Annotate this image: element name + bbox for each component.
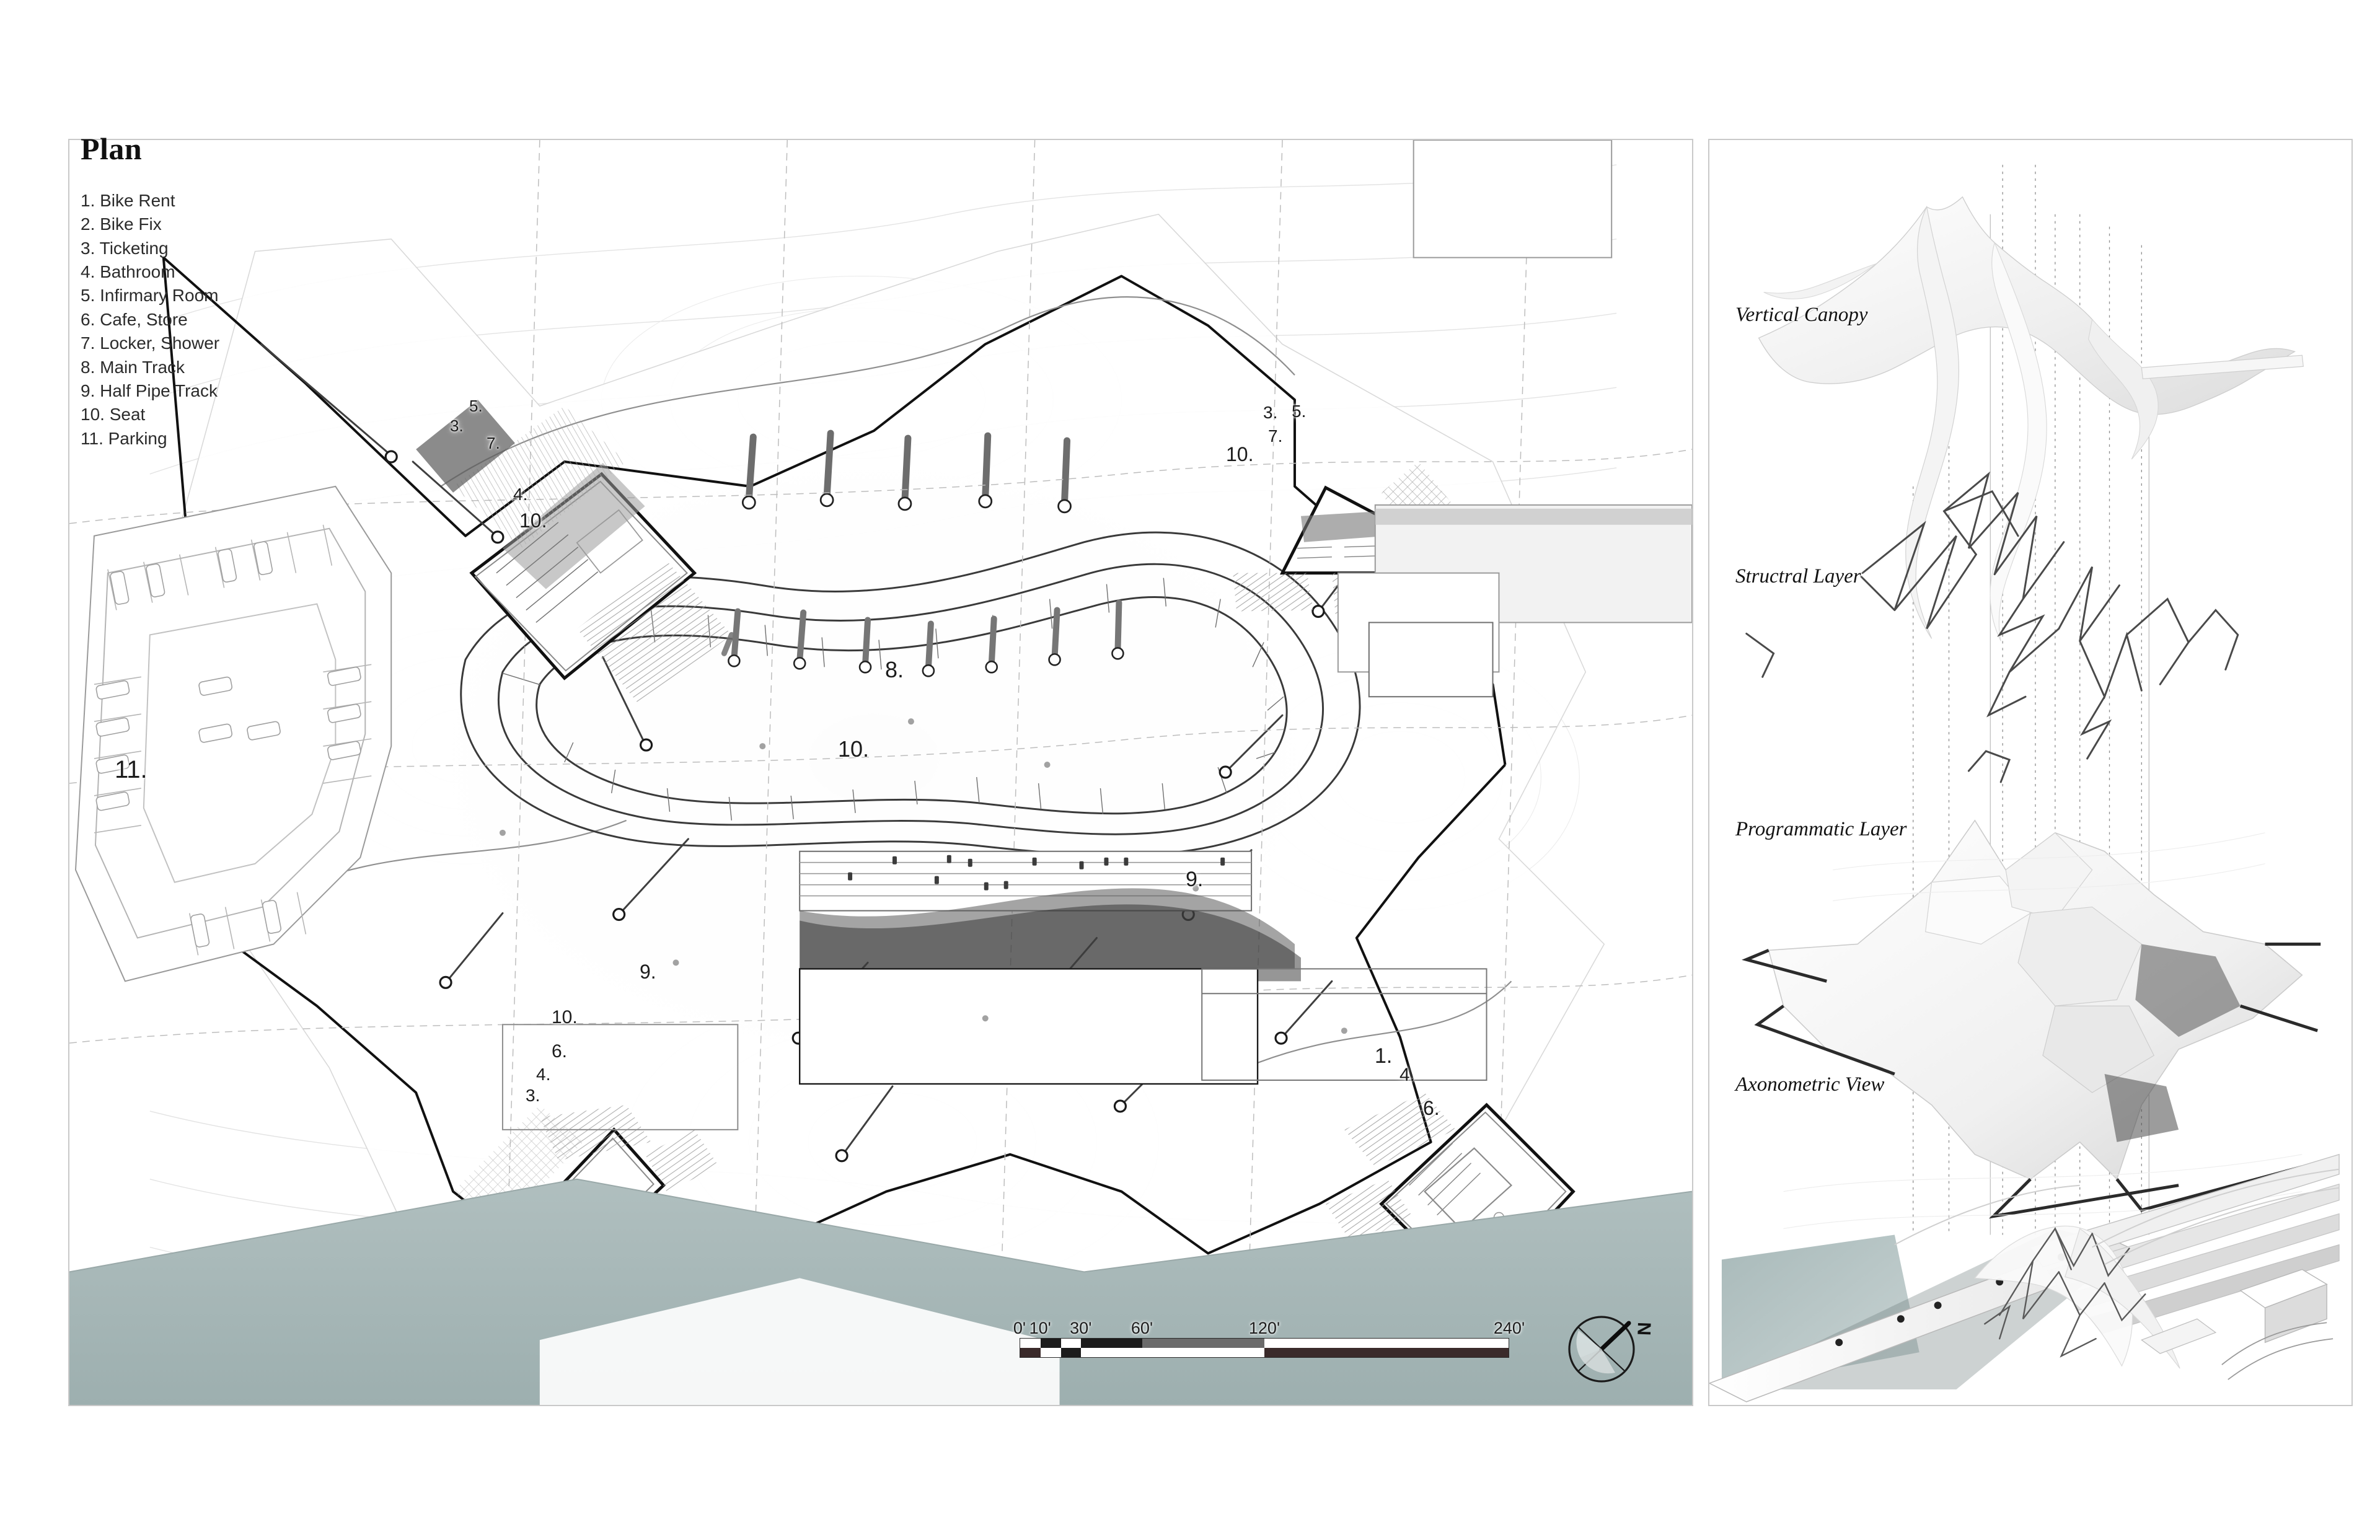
scale-row-bottom-seg-2 bbox=[1061, 1348, 1082, 1357]
tag-sw-3: 3. bbox=[526, 1086, 540, 1105]
compass-circle bbox=[1568, 1316, 1635, 1383]
scale-bar-graphic bbox=[1020, 1338, 1509, 1358]
tag-ne-3: 3. bbox=[1263, 403, 1278, 422]
tag-sw-4: 4. bbox=[536, 1065, 551, 1084]
legend-item-6: 6. Cafe, Store bbox=[81, 309, 188, 329]
tag-nw-5: 5. bbox=[469, 397, 483, 415]
tag-hp-west: 9. bbox=[640, 961, 656, 983]
parking-stripes bbox=[94, 524, 372, 956]
scale-row-top-seg-5 bbox=[1264, 1339, 1509, 1348]
tag-nw-10: 10. bbox=[519, 509, 547, 532]
vertical-canopy-model bbox=[1758, 196, 2304, 641]
scale-tick-0: 0' bbox=[1013, 1319, 1026, 1337]
tag-se-4: 4. bbox=[1399, 1065, 1416, 1085]
scale-tick-labels: 0'10' 30' 60' 120' 240' bbox=[1013, 1317, 1525, 1338]
scale-row-bottom-seg-4 bbox=[1142, 1348, 1264, 1357]
tag-hp-east: 9. bbox=[1186, 868, 1204, 891]
layers-panel bbox=[1708, 139, 2353, 1406]
scale-row-bottom bbox=[1020, 1348, 1509, 1357]
compass-needle bbox=[1599, 1321, 1631, 1352]
halfpipe-zones bbox=[501, 968, 1488, 1130]
label-programmatic-layer: Programmatic Layer bbox=[1735, 818, 1907, 840]
north-letter: N bbox=[1633, 1322, 1654, 1336]
scale-row-top-seg-0 bbox=[1020, 1339, 1041, 1348]
scale-row-bottom-seg-3 bbox=[1081, 1348, 1142, 1357]
legend-item-7: 7. Locker, Shower bbox=[81, 333, 220, 353]
label-axonometric-view: Axonometric View bbox=[1735, 1073, 1885, 1096]
scale-row-bottom-seg-1 bbox=[1041, 1348, 1062, 1357]
scale-tick-3: 60' bbox=[1130, 1319, 1153, 1337]
parking-lot bbox=[74, 485, 392, 982]
tag-sw-6: 6. bbox=[552, 1041, 568, 1062]
tag-main-track: 8. bbox=[885, 657, 904, 682]
site-figures bbox=[499, 718, 1347, 1034]
programmatic-layer-model bbox=[1742, 819, 2321, 1230]
legend-item-8: 8. Main Track bbox=[81, 357, 185, 377]
scale-row-top-seg-3 bbox=[1081, 1339, 1142, 1348]
plan-legend: Plan 1. Bike Rent 2. Bike Fix 3. Ticketing… bbox=[81, 133, 428, 451]
legend-item-1: 1. Bike Rent bbox=[81, 191, 175, 210]
scale-tick-2: 30' bbox=[1070, 1319, 1092, 1337]
legend-item-9: 9. Half Pipe Track bbox=[81, 381, 218, 400]
legend-list: 1. Bike Rent 2. Bike Fix 3. Ticketing 4. Ba… bbox=[81, 189, 428, 451]
tag-nw-3: 3. bbox=[450, 416, 464, 435]
center-seating bbox=[799, 850, 1301, 1085]
tag-ne-10: 10. bbox=[1226, 443, 1254, 465]
scale-row-top bbox=[1020, 1339, 1509, 1348]
scale-row-top-seg-4 bbox=[1142, 1339, 1264, 1348]
north-arrow: N bbox=[1568, 1316, 1654, 1383]
tag-parking: 11. bbox=[115, 756, 148, 783]
legend-item-3: 3. Ticketing bbox=[81, 238, 169, 258]
tag-center-seat: 10. bbox=[838, 736, 870, 762]
tag-nw-4: 4. bbox=[513, 485, 528, 504]
tag-sw-10: 10. bbox=[552, 1007, 578, 1027]
label-vertical-canopy: Vertical Canopy bbox=[1735, 304, 1868, 326]
scale-row-bottom-seg-0 bbox=[1020, 1348, 1041, 1357]
legend-item-10: 10. Seat bbox=[81, 405, 146, 425]
axonometric-view-model bbox=[1709, 1153, 2340, 1402]
scale-tick-1: 10' bbox=[1029, 1319, 1051, 1337]
scale-row-bottom-seg-5 bbox=[1264, 1348, 1509, 1357]
scale-tick-5: 240' bbox=[1493, 1319, 1525, 1337]
legend-item-4: 4. Bathroom bbox=[81, 262, 175, 282]
pavilion-northwest bbox=[416, 400, 732, 705]
scale-row-top-seg-2 bbox=[1061, 1339, 1082, 1348]
label-structral-layer: Structral Layer bbox=[1735, 565, 1861, 587]
page-title: Plan bbox=[81, 131, 143, 166]
structural-layer-model bbox=[1745, 471, 2239, 783]
tag-se-1: 1. bbox=[1375, 1044, 1393, 1068]
tag-ne-5: 5. bbox=[1292, 402, 1307, 421]
legend-item-2: 2. Bike Fix bbox=[81, 214, 162, 234]
scale-row-top-seg-1 bbox=[1041, 1339, 1062, 1348]
tag-ne-7: 7. bbox=[1268, 426, 1283, 446]
exploded-layers-drawing bbox=[1709, 140, 2351, 1405]
legend-item-5: 5. Infirmary Room bbox=[81, 286, 219, 306]
canopy-masts bbox=[721, 429, 1124, 677]
legend-item-11: 11. Parking bbox=[81, 428, 167, 448]
tag-nw-7: 7. bbox=[487, 434, 500, 452]
scale-bar: 0'10' 30' 60' 120' 240' bbox=[1013, 1317, 1525, 1358]
scale-tick-4: 120' bbox=[1248, 1319, 1280, 1337]
parked-cars bbox=[95, 541, 361, 948]
tag-se-6: 6. bbox=[1423, 1097, 1440, 1119]
